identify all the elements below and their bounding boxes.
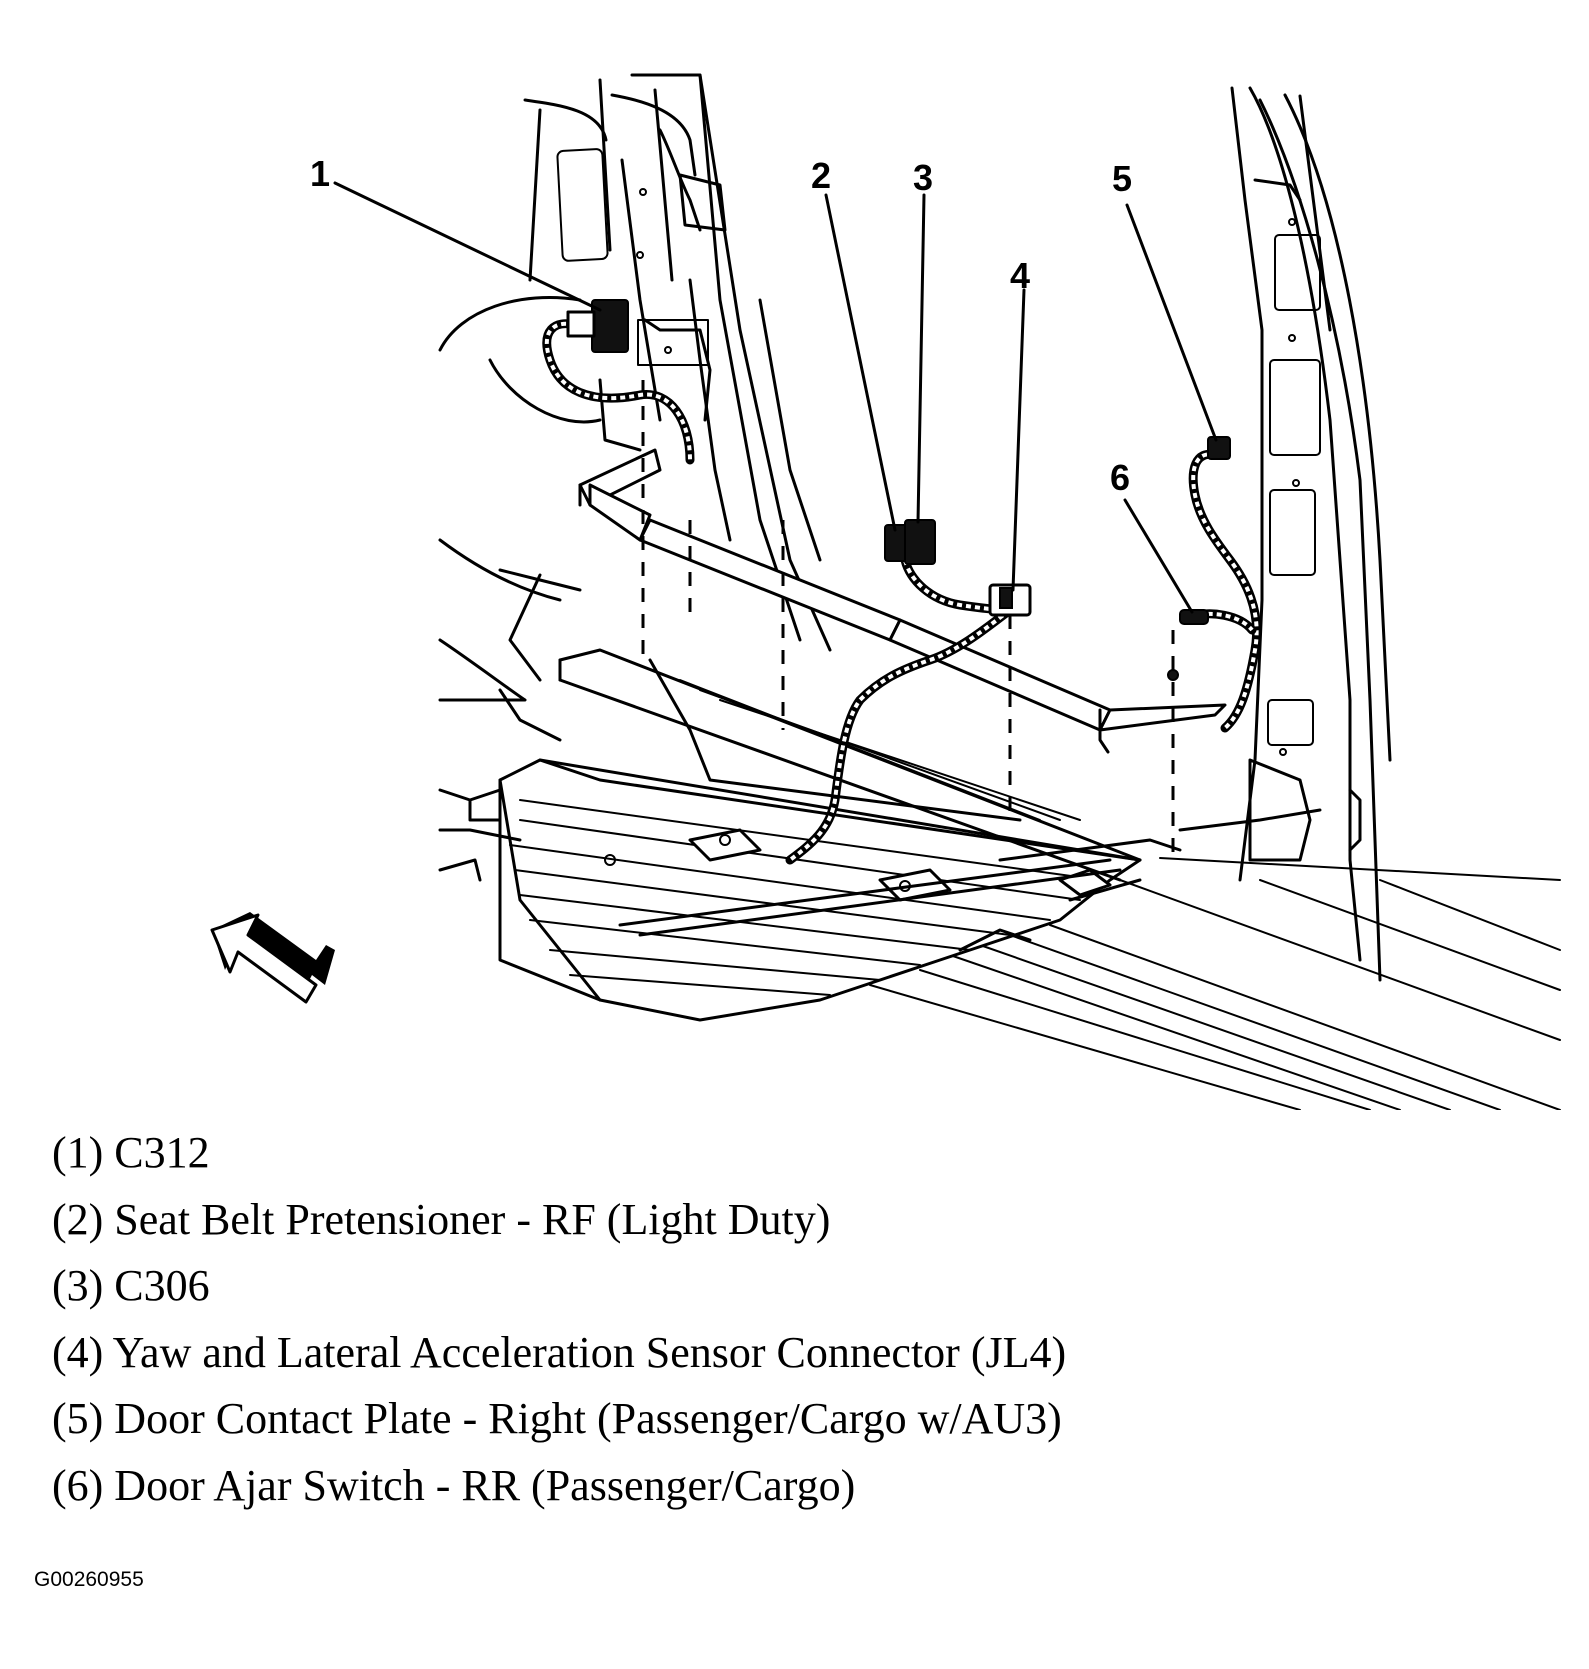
wiring-diagram: 1 2 3 4 5 6 — [210, 73, 1561, 1110]
legend-item: (2) Seat Belt Pretensioner - RF (Light D… — [52, 1194, 831, 1244]
legend-item: (4) Yaw and Lateral Acceleration Sensor … — [52, 1327, 1067, 1377]
c-pillar-right — [1230, 86, 1392, 982]
legend: (1) C312 (2) Seat Belt Pretensioner - RF… — [52, 1120, 1532, 1519]
callout-6: 6 — [1110, 457, 1130, 498]
legend-item: (3) C306 — [52, 1261, 210, 1310]
callout-5: 5 — [1112, 158, 1132, 199]
crossbar-bracket — [578, 448, 1227, 754]
connector-door-contact-plate — [1207, 436, 1231, 460]
rocker-sill — [438, 648, 1322, 1022]
figure-id: G00260955 — [34, 1568, 144, 1591]
callout-2: 2 — [811, 155, 831, 196]
callout-4: 4 — [1010, 255, 1030, 296]
legend-item: (5) Door Contact Plate - Right (Passenge… — [52, 1394, 1062, 1443]
floor-ribs — [869, 857, 1561, 1110]
connector-c306 — [904, 519, 936, 565]
alignment-lines — [641, 380, 1179, 860]
connectors — [566, 299, 1231, 625]
callout-3: 3 — [913, 157, 933, 198]
leader-lines — [333, 181, 1218, 614]
legend-item: (6) Door Ajar Switch - RR (Passenger/Car… — [52, 1460, 856, 1510]
callout-1: 1 — [310, 153, 330, 194]
connector-door-ajar-switch — [1179, 609, 1209, 625]
legend-item: (1) C312 — [52, 1128, 210, 1177]
b-pillar-left — [438, 73, 832, 702]
forward-arrow-icon — [210, 912, 335, 1004]
